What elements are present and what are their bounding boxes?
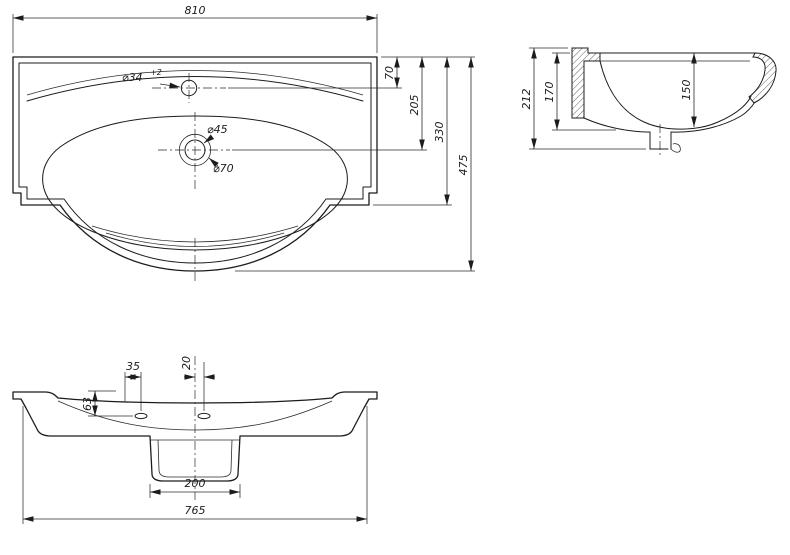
section-shell-bottom-right (670, 101, 756, 133)
dim-text-170: 170 (543, 82, 556, 103)
dim-text-765: 765 (185, 504, 206, 517)
front-view-dimensions: 35 20 63 200 765 (22, 356, 368, 524)
plan-view (12, 56, 378, 282)
dim-text-330: 330 (433, 122, 446, 143)
plan-view-dimensions: 810 70 205 330 475 ⌀34 +2 ⌀45 ⌀70 (12, 4, 475, 272)
section-view-dimensions: 212 170 150 (520, 47, 697, 150)
dim-text-475: 475 (457, 155, 470, 176)
dim-text-20: 20 (180, 356, 193, 370)
front-view (12, 356, 378, 500)
section-back-wall-cut (571, 47, 601, 119)
dim-text-35: 35 (126, 360, 140, 373)
section-view (571, 47, 777, 157)
plan-backsplash-curve-inner (26, 70, 364, 96)
section-drain-boss (649, 131, 672, 150)
section-shell-bottom-left (583, 117, 651, 133)
front-fixing-hole-left (134, 412, 148, 420)
dim-text-150: 150 (680, 80, 693, 101)
leader-drain-hole (203, 134, 215, 144)
leader-drain-recess (208, 157, 219, 168)
section-front-rim-cut (748, 52, 777, 104)
dim-text-205: 205 (408, 95, 421, 116)
dim-text-200: 200 (185, 477, 206, 490)
label-faucet-hole: ⌀34 (122, 71, 143, 84)
dim-text-212: 212 (520, 89, 533, 110)
label-drain-hole: ⌀45 (207, 123, 228, 136)
leader-faucet-hole (159, 82, 181, 89)
front-body-outline (12, 391, 378, 482)
plan-outer-outline (12, 56, 378, 272)
dim-text-810: 810 (185, 4, 206, 17)
label-drain-recess: ⌀70 (213, 162, 234, 175)
front-fixing-hole-right (197, 412, 211, 420)
dim-text-70: 70 (383, 66, 396, 80)
section-bowl-inner-surface (599, 60, 752, 130)
dim-text-63: 63 (81, 397, 94, 411)
plan-backsplash-curve (26, 76, 364, 102)
section-drain-hook (670, 143, 681, 153)
label-faucet-hole-tolerance: +2 (150, 68, 162, 77)
